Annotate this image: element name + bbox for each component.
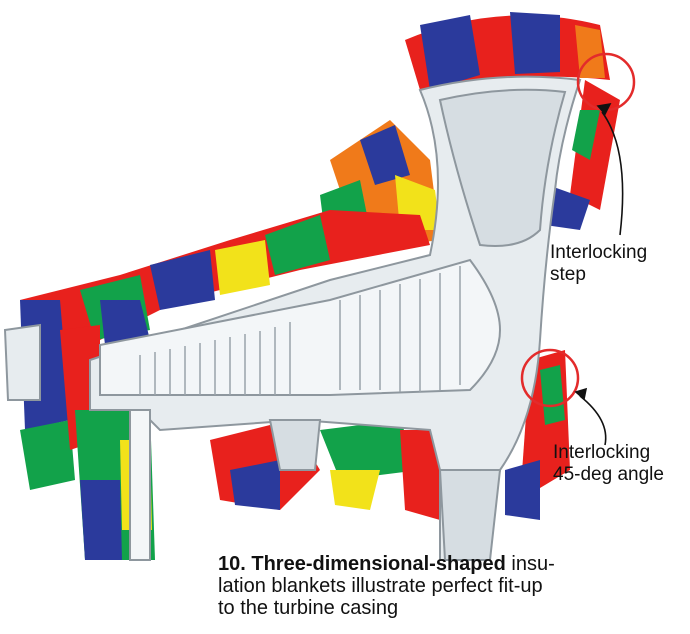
figure-caption: 10. Three-dimensional-shaped insu- latio… <box>218 553 678 619</box>
leader-lines <box>574 102 624 446</box>
leader-line-step <box>601 111 624 236</box>
annotation-interlocking-step: Interlocking step <box>550 242 647 286</box>
annotation-interlocking-angle: Interlocking 45-deg angle <box>553 442 664 486</box>
callout-circle-angle <box>520 348 580 408</box>
caption-bold-lead: 10. Three-dimensional-shaped <box>218 553 506 575</box>
annotation-line: Interlocking <box>550 242 648 263</box>
annotation-line: Interlocking <box>553 442 651 463</box>
annotation-line: 45-deg angle <box>553 464 664 485</box>
turbine-casing <box>3 75 582 561</box>
annotation-line: step <box>550 264 586 285</box>
leader-line-angle <box>579 395 607 446</box>
caption-text: to the turbine casing <box>218 597 399 619</box>
caption-text: insu- <box>505 553 555 575</box>
caption-text: lation blankets illustrate perfect fit-u… <box>218 575 543 597</box>
arrow-head-step <box>596 102 612 116</box>
arrow-head-angle <box>574 387 588 401</box>
